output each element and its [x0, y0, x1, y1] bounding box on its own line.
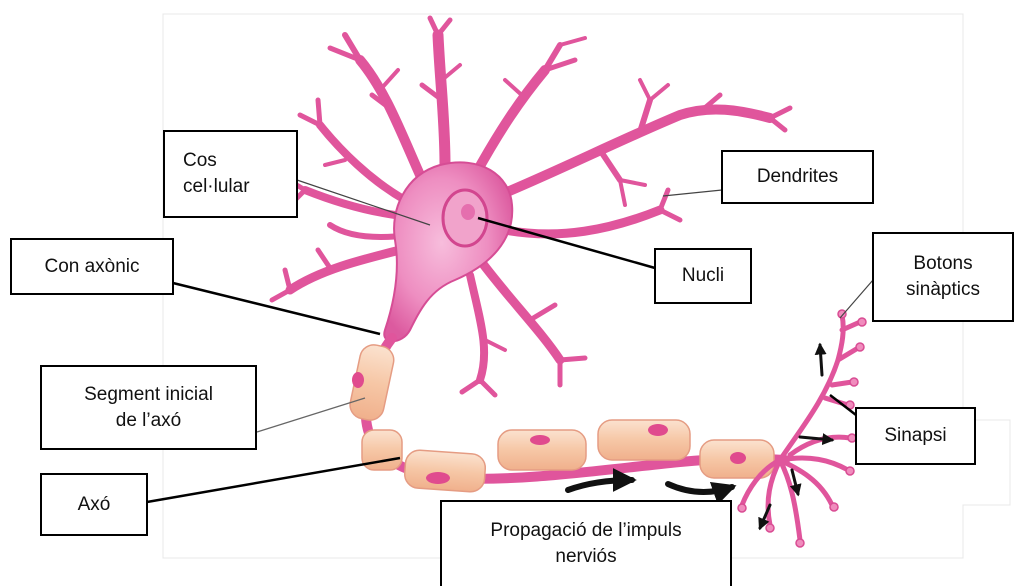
- cell-body: [384, 162, 512, 341]
- label-con-axonic-text: Con axònic: [44, 254, 139, 280]
- label-cos-cellular: Cos cel·lular: [163, 130, 298, 218]
- label-nucli: Nucli: [654, 248, 752, 304]
- label-propagacio-line2: nerviós: [555, 544, 616, 570]
- label-botons-line2: sinàptics: [906, 277, 980, 303]
- nucleolus-shape: [461, 204, 475, 220]
- label-segment-inicial: Segment inicial de l’axó: [40, 365, 257, 450]
- label-dendrites: Dendrites: [721, 150, 874, 204]
- axon-terminals: [742, 315, 860, 540]
- label-sinapsi-text: Sinapsi: [884, 423, 946, 449]
- label-con-axonic: Con axònic: [10, 238, 174, 295]
- label-nucli-text: Nucli: [682, 263, 724, 289]
- label-cos-line1: Cos: [183, 148, 217, 174]
- label-segment-line1: Segment inicial: [84, 382, 213, 408]
- label-cos-line2: cel·lular: [183, 174, 250, 200]
- label-propagacio-line1: Propagació de l’impuls: [490, 518, 681, 544]
- label-propagacio: Propagació de l’impuls nerviós: [440, 500, 732, 586]
- label-axo-text: Axó: [78, 492, 111, 518]
- label-sinapsi: Sinapsi: [855, 407, 976, 465]
- label-botons-sinaptics: Botons sinàptics: [872, 232, 1014, 322]
- label-dendrites-text: Dendrites: [757, 164, 838, 190]
- dendrites: [272, 18, 790, 395]
- label-segment-line2: de l’axó: [116, 408, 182, 434]
- label-axo: Axó: [40, 473, 148, 536]
- label-botons-line1: Botons: [913, 251, 972, 277]
